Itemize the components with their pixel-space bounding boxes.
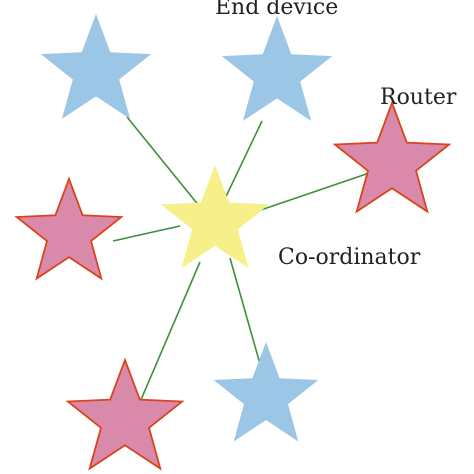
- end-device-star-bottom-right: [213, 342, 319, 442]
- link-to-router-left: [112, 225, 181, 242]
- router-label: Router: [380, 85, 457, 110]
- router-star-left: [14, 176, 124, 281]
- end-device-star-top-right: [221, 16, 333, 121]
- end-device-label: End device: [215, 0, 338, 20]
- link-to-router-right: [254, 169, 379, 213]
- link-to-end-device-top-right: [221, 120, 263, 206]
- coordinator-star: [160, 165, 270, 269]
- router-star-right: [332, 100, 452, 214]
- link-to-end-device-bottom-right: [229, 257, 263, 372]
- coordinator-label: Co-ordinator: [278, 245, 421, 270]
- link-to-end-device-top-left: [126, 116, 201, 208]
- network-nodes: [14, 14, 452, 471]
- link-to-router-bottom-left: [136, 261, 201, 410]
- end-device-star-top-left: [40, 14, 152, 119]
- router-star-bottom-left: [65, 357, 185, 471]
- network-links: [112, 116, 379, 410]
